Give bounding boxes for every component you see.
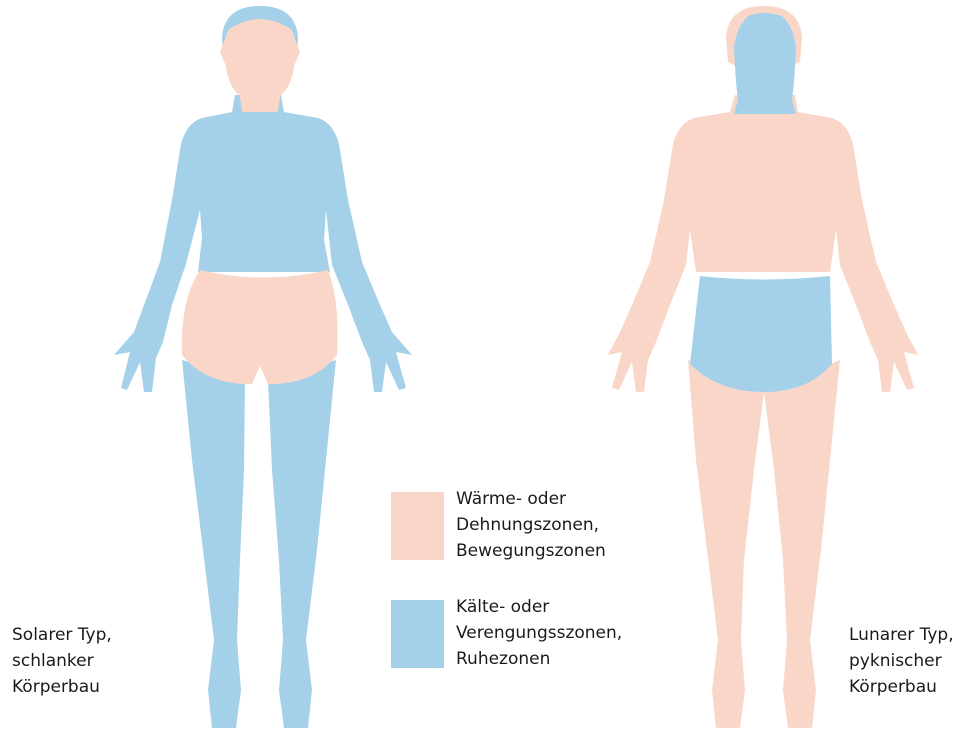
solar-type-body-figure <box>100 0 420 733</box>
face-zone <box>220 19 300 112</box>
lunar-type-caption: Lunarer Typ, pyknischer Körperbau <box>849 622 954 700</box>
warm-zone-label: Wärme- oder Dehnungszonen, Bewegungszone… <box>456 486 606 564</box>
legend-warm-zones: Wärme- oder Dehnungszonen, Bewegungszone… <box>391 492 606 564</box>
warm-zone-swatch <box>391 492 444 560</box>
cold-zone-label: Kälte- oder Verengungsszonen, Ruhezonen <box>456 594 622 672</box>
hips-thighs-zone <box>182 270 338 384</box>
cold-zone-swatch <box>391 600 444 668</box>
hips-zone <box>690 276 832 392</box>
legs-zone <box>688 360 840 728</box>
legs-zone <box>182 360 336 728</box>
legend-cold-zones: Kälte- oder Verengungsszonen, Ruhezonen <box>391 600 622 672</box>
face-neck-zone <box>734 13 796 114</box>
solar-type-caption: Solarer Typ, schlanker Körperbau <box>12 622 112 700</box>
